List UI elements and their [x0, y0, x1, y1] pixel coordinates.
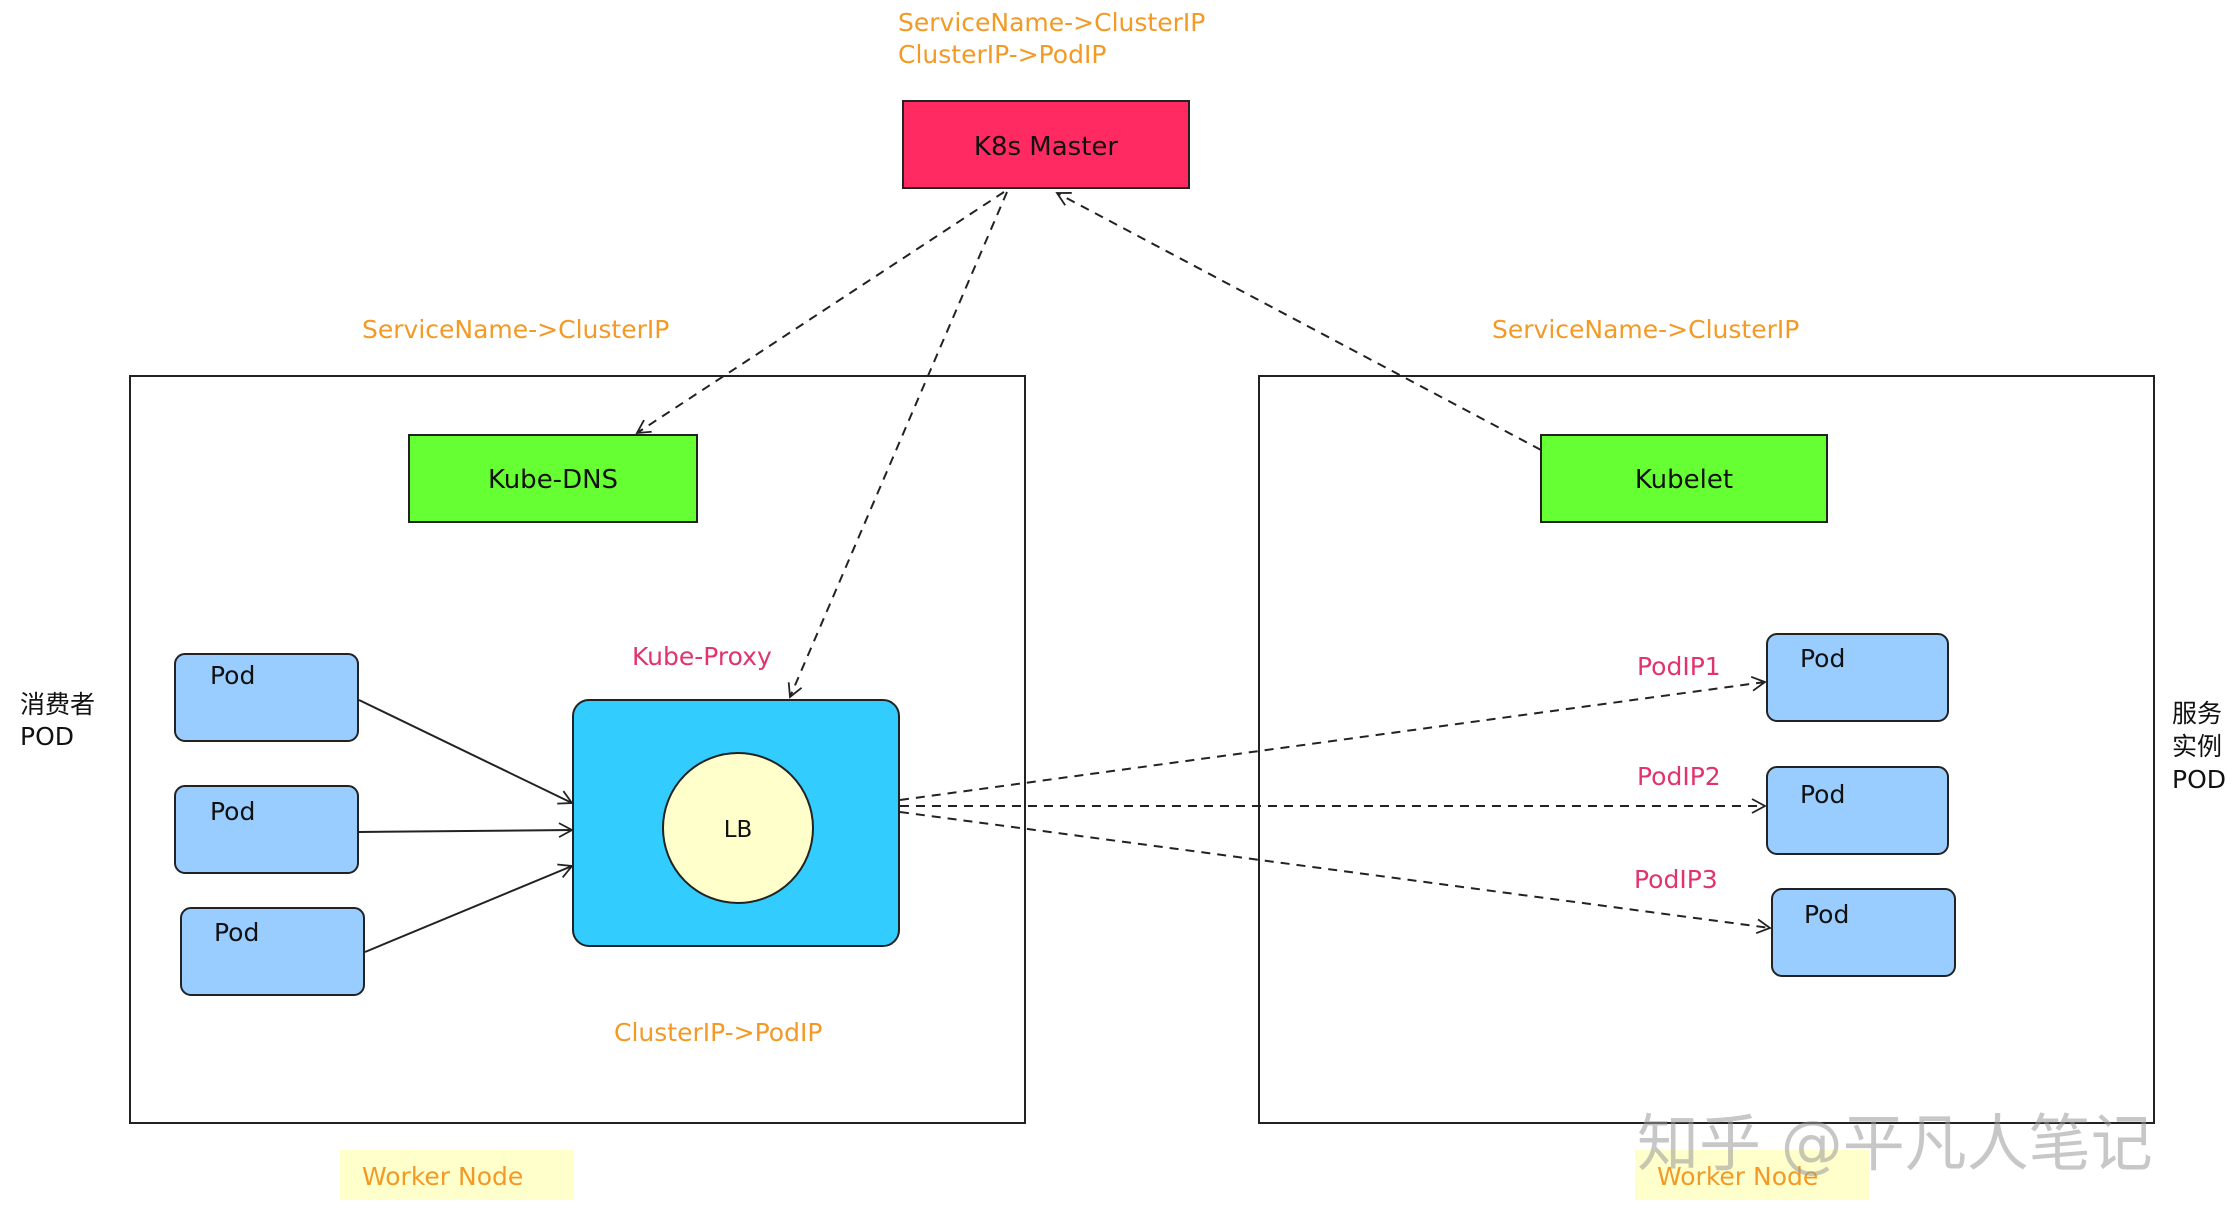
podip2-label: PodIP2 — [1637, 762, 1721, 791]
master-mapping-line2: ClusterIP->PodIP — [898, 40, 1106, 69]
consumer-pod-3 — [180, 907, 365, 996]
service-pod-2-label: Pod — [1800, 780, 1845, 809]
podip3-label: PodIP3 — [1634, 865, 1718, 894]
left-node-label-bg — [340, 1150, 574, 1200]
podip1-label: PodIP1 — [1637, 652, 1721, 681]
kubelet-mapping-label: ServiceName->ClusterIP — [1492, 315, 1799, 344]
kubelet-box — [1540, 434, 1828, 523]
consumer-pod-2-arrow — [358, 822, 574, 838]
kube-proxy-label: Kube-Proxy — [632, 642, 772, 671]
service-label-line3: POD — [2172, 765, 2226, 794]
master-to-proxy-arrow — [787, 191, 1008, 699]
consumer-pod-1-arrow — [358, 699, 574, 805]
service-pod-1 — [1766, 633, 1949, 722]
consumer-pod-2 — [174, 785, 359, 874]
service-pod-2 — [1766, 766, 1949, 855]
consumer-label-line2: POD — [20, 722, 74, 751]
lb-label: LB — [724, 817, 753, 843]
consumer-pod-1-label: Pod — [210, 661, 255, 690]
service-pod-3 — [1771, 888, 1956, 977]
kube-dns-box — [408, 434, 698, 523]
lb-circle — [662, 752, 814, 904]
k8s-master-label: K8s Master — [974, 132, 1119, 162]
consumer-pod-1 — [174, 653, 359, 742]
watermark: 知乎 @平凡人笔记 — [1637, 1107, 2153, 1180]
dns-mapping-label: ServiceName->ClusterIP — [362, 315, 669, 344]
consumer-pod-2-label: Pod — [210, 797, 255, 826]
kube-dns-label: Kube-DNS — [488, 465, 618, 495]
consumer-pod-3-arrow — [364, 863, 574, 953]
left-worker-node-label: Worker Node — [362, 1162, 523, 1191]
kubelet-to-master-arrow — [1055, 192, 1542, 451]
master-mapping-line1: ServiceName->ClusterIP — [898, 8, 1205, 37]
master-to-dns-arrow — [635, 191, 1005, 435]
service-pod-1-label: Pod — [1800, 644, 1845, 673]
proxy-to-pod1-arrow — [899, 675, 1767, 801]
proxy-to-pod3-arrow — [899, 811, 1772, 935]
right-node-label-bg — [1635, 1150, 1869, 1200]
consumer-pod-3-label: Pod — [214, 918, 259, 947]
service-label-line1: 服务 — [2172, 699, 2222, 728]
proxy-mapping-label: ClusterIP->PodIP — [614, 1018, 822, 1047]
left-worker-node-frame — [129, 375, 1026, 1124]
service-pod-3-label: Pod — [1804, 900, 1849, 929]
service-label-line2: 实例 — [2172, 732, 2222, 761]
kubelet-label: Kubelet — [1635, 465, 1733, 495]
consumer-label-line1: 消费者 — [20, 690, 95, 719]
k8s-master-box — [902, 100, 1190, 189]
right-worker-node-frame — [1258, 375, 2155, 1124]
right-worker-node-label: Worker Node — [1657, 1162, 1818, 1191]
